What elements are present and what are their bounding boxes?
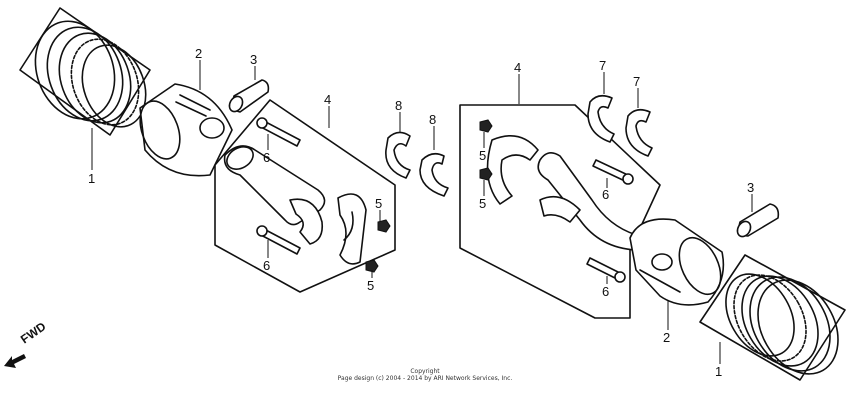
- callout-5-left-lower: 5: [367, 278, 374, 293]
- connecting-rod-left[interactable]: [214, 99, 396, 293]
- bearing-right-a[interactable]: [587, 94, 615, 143]
- callout-1-right: 1: [715, 364, 722, 379]
- callout-3-right: 3: [747, 180, 754, 195]
- piston-right[interactable]: [629, 218, 729, 306]
- callout-2-right: 2: [663, 330, 670, 345]
- bearing-left-a[interactable]: [385, 131, 411, 179]
- callout-4-right: 4: [514, 60, 521, 75]
- callout-1-left: 1: [88, 171, 95, 186]
- piston-rings-right[interactable]: [699, 254, 850, 388]
- copyright-title: Copyright: [410, 368, 440, 375]
- callout-8-left: 8: [395, 98, 402, 113]
- arrow-left-down-icon: [4, 354, 26, 368]
- callout-4-left: 4: [324, 92, 331, 107]
- callout-7-right: 7: [633, 74, 640, 89]
- callout-6-right-upper: 6: [602, 187, 609, 202]
- callout-3-left: 3: [250, 52, 257, 67]
- bearing-right-b[interactable]: [625, 108, 653, 157]
- piston-rings-left[interactable]: [19, 7, 157, 136]
- bearing-left-b[interactable]: [419, 152, 449, 197]
- callout-6-left-upper: 6: [263, 150, 270, 165]
- leader-lines: [91, 60, 753, 364]
- callout-5-left-upper: 5: [375, 196, 382, 211]
- callout-7-left: 7: [599, 58, 606, 73]
- callout-2-left: 2: [195, 46, 202, 61]
- callout-8-right: 8: [429, 112, 436, 127]
- callout-5-right-lower: 5: [479, 196, 486, 211]
- callout-labels: 1 2 3 4 6 6 5 5 8 8 4 5 5 7 7 6 6 3 2 1: [88, 46, 754, 379]
- copyright-text: Page design (c) 2004 - 2014 by ARI Netwo…: [337, 375, 513, 382]
- piston-pin-right[interactable]: [735, 203, 780, 239]
- callout-6-left-lower: 6: [263, 258, 270, 273]
- callout-5-right-upper: 5: [479, 148, 486, 163]
- callout-6-right-lower: 6: [602, 284, 609, 299]
- connecting-rod-right[interactable]: [459, 104, 661, 319]
- piston-pin-left[interactable]: [227, 79, 270, 114]
- piston-left[interactable]: [133, 83, 233, 177]
